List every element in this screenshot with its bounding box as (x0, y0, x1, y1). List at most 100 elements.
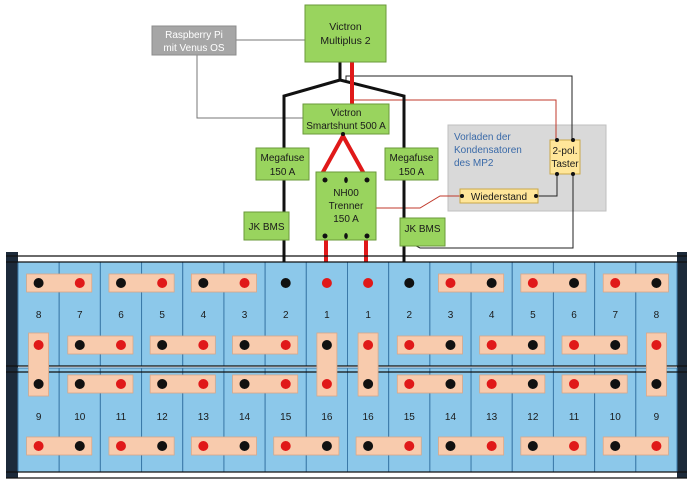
jk-bms-right-label: JK BMS (404, 224, 440, 235)
busbar (190, 436, 257, 456)
busbar (602, 436, 669, 456)
terminal-main-neg-left (280, 278, 291, 288)
comm-lines (196, 39, 305, 119)
cell-number: 15 (280, 412, 292, 423)
terminal (486, 340, 497, 350)
nh00-terminals (322, 177, 370, 239)
terminal-main-neg-right (404, 278, 415, 288)
terminal (115, 340, 126, 350)
terminal (198, 278, 209, 288)
terminal (157, 340, 168, 350)
terminal (651, 278, 662, 288)
smartshunt-line1: Victron (331, 108, 362, 119)
terminal-main-pos-left (321, 278, 332, 288)
busbar (28, 332, 49, 397)
smartshunt-box (302, 103, 390, 135)
cell-number: 1 (365, 310, 371, 321)
terminal (569, 278, 580, 288)
busbar (561, 374, 628, 394)
terminal (280, 379, 291, 389)
raspberry-pi-line1: Raspberry Pi (165, 30, 223, 41)
busbar (67, 374, 134, 394)
terminal (651, 379, 662, 389)
terminal (527, 278, 538, 288)
cell-number: 10 (74, 412, 86, 423)
cell-number: 9 (654, 412, 660, 423)
terminal (115, 278, 126, 288)
busbar (232, 374, 299, 394)
victron-multiplus-line2: Multiplus 2 (320, 35, 370, 47)
cell-number: 11 (569, 412, 580, 423)
busbar (316, 332, 338, 397)
cell-number: 6 (571, 310, 577, 321)
busbar (396, 335, 463, 355)
cell-number: 16 (321, 412, 333, 423)
nh00-line3: 150 A (333, 214, 359, 225)
taster-line2: Taster (551, 159, 579, 170)
terminal-main-pos-right (363, 278, 374, 288)
frame-right (677, 252, 687, 478)
cell-number: 14 (239, 412, 251, 423)
terminal (239, 379, 250, 389)
terminal (115, 379, 126, 389)
megafuse-right-line1: Megafuse (390, 153, 434, 164)
busbar (355, 436, 422, 456)
cell-number: 13 (486, 412, 498, 423)
victron-multiplus-line1: Victron (329, 21, 362, 33)
cell-number: 8 (654, 310, 660, 321)
busbar (561, 335, 628, 355)
terminal (569, 379, 580, 389)
terminal (651, 340, 662, 350)
terminal (74, 441, 85, 451)
terminal (157, 278, 168, 288)
cell-number: 12 (527, 412, 539, 423)
busbar (149, 335, 216, 355)
terminal (527, 340, 538, 350)
precharge-label-line1: Vorladen der (454, 132, 511, 143)
busbar (520, 436, 587, 456)
terminal (74, 278, 85, 288)
terminal (404, 379, 415, 389)
terminal (198, 340, 209, 350)
terminal (239, 278, 250, 288)
raspberry-pi-box (151, 25, 237, 56)
taster-line1: 2-pol. (552, 146, 577, 157)
terminal (198, 379, 209, 389)
cell-number: 5 (530, 310, 536, 321)
cell-number: 3 (448, 310, 454, 321)
terminal (157, 379, 168, 389)
terminal (610, 340, 621, 350)
busbar (26, 436, 93, 456)
terminal (33, 278, 44, 288)
terminal (321, 340, 332, 350)
widerstand-terminal-left (460, 194, 464, 198)
cell-number: 14 (445, 412, 457, 423)
busbar (67, 335, 134, 355)
megafuse-right-box (384, 147, 439, 181)
cell-number: 11 (116, 412, 127, 423)
terminal (651, 441, 662, 451)
terminal (610, 379, 621, 389)
terminal (445, 379, 456, 389)
cell-number: 7 (612, 310, 618, 321)
terminal (569, 340, 580, 350)
terminal (33, 441, 44, 451)
terminal (33, 379, 44, 389)
cell-number: 10 (610, 412, 622, 423)
terminal (445, 340, 456, 350)
busbar (26, 273, 93, 293)
cell-number: 5 (159, 310, 165, 321)
busbar (108, 436, 175, 456)
terminal (363, 441, 374, 451)
taster-box (549, 139, 581, 175)
busbar (438, 273, 505, 293)
terminal (157, 441, 168, 451)
cell-number: 13 (198, 412, 210, 423)
cell-number: 4 (201, 310, 207, 321)
terminal (610, 441, 621, 451)
busbar (479, 374, 546, 394)
smartshunt-line2: Smartshunt 500 A (306, 121, 386, 132)
cell-number: 8 (36, 310, 42, 321)
busbar (646, 332, 667, 397)
terminal (280, 340, 291, 350)
